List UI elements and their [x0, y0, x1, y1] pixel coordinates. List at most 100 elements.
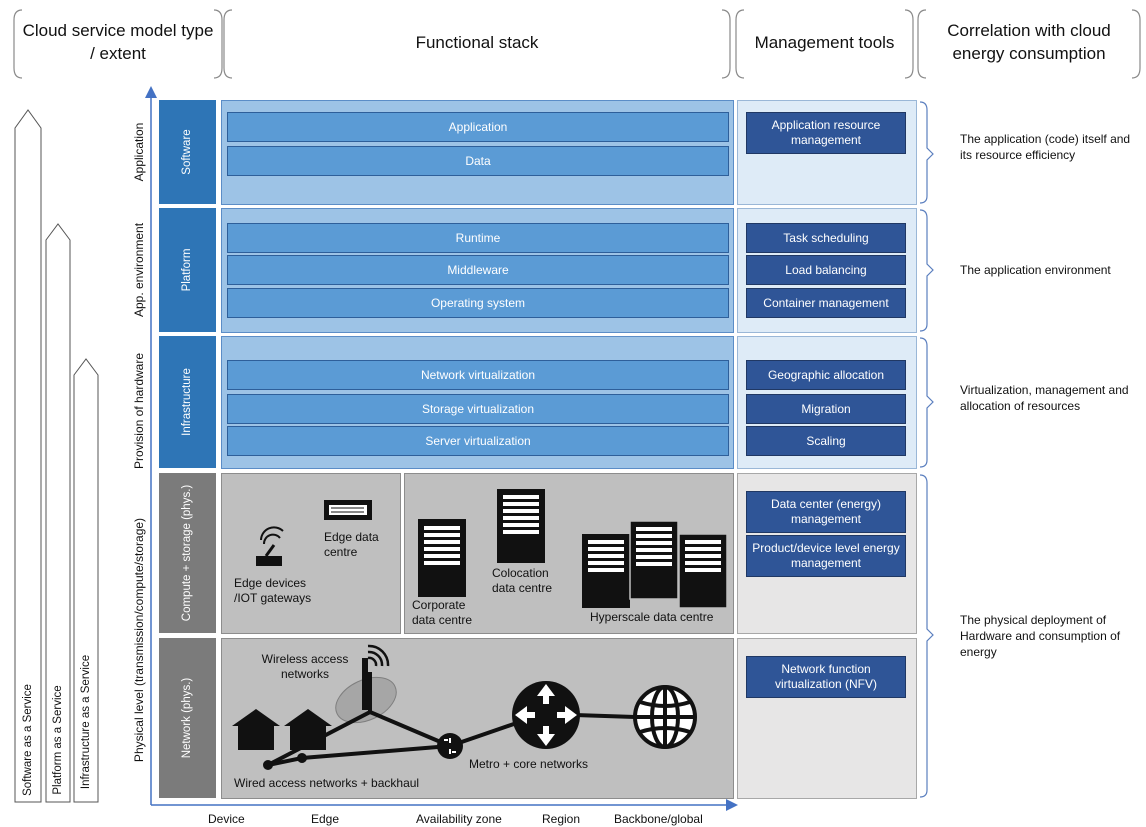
bar-middleware: Middleware [227, 255, 729, 285]
label-corporate-dc: Corporate data centre [412, 598, 482, 628]
bar-operating-system-label: Operating system [430, 296, 526, 310]
level-physical: Physical level (transmission/compute/sto… [129, 498, 149, 782]
mgmt-load-balancing-label: Load balancing [785, 262, 867, 277]
mgmt-data-center-energy-label: Data center (energy) management [770, 497, 882, 526]
label-metro: Metro + core networks [469, 757, 619, 772]
tab-platform-label: Platform [181, 248, 193, 292]
header-service-model-text: Cloud service model type / extent [22, 21, 214, 63]
corr-infrastructure: Virtualization, management and allocatio… [960, 382, 1144, 414]
bar-server-virtualization-label: Server virtualization [425, 434, 531, 448]
label-edge-dc: Edge data centre [324, 530, 384, 560]
bar-storage-virtualization-label: Storage virtualization [421, 402, 535, 416]
level-provision-hardware-label: Provision of hardware [132, 352, 146, 470]
corr-infrastructure-text: Virtualization, management and allocatio… [960, 383, 1129, 413]
mgmt-load-balancing: Load balancing [746, 255, 906, 285]
mgmt-migration: Migration [746, 394, 906, 424]
tab-network-label: Network (phys.) [181, 677, 193, 759]
header-correlation-text: Correlation with cloud energy consumptio… [947, 21, 1111, 63]
tab-infrastructure-label: Infrastructure [181, 368, 193, 436]
bar-data: Data [227, 146, 729, 176]
label-colocation-dc-text: Colocation data centre [492, 566, 553, 595]
corr-platform: The application environment [960, 262, 1144, 278]
header-service-model: Cloud service model type / extent [22, 8, 214, 76]
mgmt-container-management: Container management [746, 288, 906, 318]
saas-arrow [14, 109, 42, 803]
label-wireless-text: Wireless access networks [261, 652, 349, 681]
service-iaas: Infrastructure as a Service [80, 655, 92, 789]
panel-compute-edge [221, 473, 401, 634]
x-tick-edge: Edge [311, 812, 339, 826]
x-tick-region-label: Region [542, 812, 581, 826]
bar-runtime: Runtime [227, 223, 729, 253]
label-wired-text: Wired access networks + backhaul [234, 776, 420, 790]
service-model-arrows [14, 109, 99, 803]
bar-server-virtualization: Server virtualization [227, 426, 729, 456]
header-functional-stack-text: Functional stack [415, 32, 539, 52]
service-iaas-label: Infrastructure as a Service [80, 654, 92, 790]
level-application: Application [129, 112, 149, 192]
mgmt-nfv-label: Network function virtualization (NFV) [774, 662, 878, 691]
tab-software: Software [159, 100, 216, 204]
tab-network: Network (phys.) [159, 638, 216, 798]
mgmt-geographic-allocation: Geographic allocation [746, 360, 906, 390]
mgmt-task-scheduling-label: Task scheduling [783, 230, 869, 245]
bar-runtime-label: Runtime [455, 231, 501, 245]
header-correlation: Correlation with cloud energy consumptio… [926, 8, 1132, 76]
bar-operating-system: Operating system [227, 288, 729, 318]
x-tick-availability-zone: Availability zone [416, 812, 502, 826]
mgmt-device-energy: Product/device level energy management [746, 535, 906, 577]
level-physical-label: Physical level (transmission/compute/sto… [132, 517, 146, 763]
label-edge-dc-text: Edge data centre [324, 530, 379, 559]
mgmt-application-resource: Application resource management [746, 112, 906, 154]
x-tick-backbone-label: Backbone/global [614, 812, 703, 826]
x-tick-region: Region [542, 812, 580, 826]
mgmt-device-energy-label: Product/device level energy management [752, 541, 900, 570]
bar-application-label: Application [448, 120, 508, 134]
tab-platform: Platform [159, 208, 216, 332]
label-hyperscale-dc: Hyperscale data centre [590, 610, 730, 625]
x-tick-backbone: Backbone/global [614, 812, 703, 826]
label-corporate-dc-text: Corporate data centre [412, 598, 473, 627]
level-provision-hardware: Provision of hardware [129, 341, 149, 481]
bar-network-virtualization-label: Network virtualization [420, 368, 536, 382]
mgmt-scaling-label: Scaling [806, 433, 846, 448]
bar-application: Application [227, 112, 729, 142]
mgmt-application-resource-label: Application resource management [771, 118, 881, 147]
label-edge-devices-text: Edge devices /IOT gateways [234, 576, 312, 605]
mgmt-migration-label: Migration [801, 401, 851, 416]
header-functional-stack: Functional stack [232, 8, 722, 76]
level-app-environment: App. environment [129, 210, 149, 330]
iaas-arrow [73, 358, 99, 803]
header-management-tools-text: Management tools [754, 32, 895, 52]
bar-storage-virtualization: Storage virtualization [227, 394, 729, 424]
corr-physical-text: The physical deployment of Hardware and … [960, 613, 1121, 659]
mgmt-nfv: Network function virtualization (NFV) [746, 656, 906, 698]
level-application-label: Application [132, 122, 146, 182]
mgmt-task-scheduling: Task scheduling [746, 223, 906, 253]
x-tick-device: Device [208, 812, 245, 826]
x-tick-availability-zone-label: Availability zone [416, 812, 502, 826]
header-management-tools: Management tools [744, 8, 905, 76]
x-tick-device-label: Device [208, 812, 245, 826]
bar-network-virtualization: Network virtualization [227, 360, 729, 390]
bar-data-label: Data [465, 154, 491, 168]
corr-software: The application (code) itself and its re… [960, 131, 1144, 163]
paas-arrow [45, 223, 71, 803]
header-brackets [13, 9, 1141, 79]
label-hyperscale-dc-text: Hyperscale data centre [590, 610, 714, 624]
tab-infrastructure: Infrastructure [159, 336, 216, 468]
service-saas: Software as a Service [22, 684, 34, 796]
corr-physical: The physical deployment of Hardware and … [960, 612, 1142, 660]
tab-compute-storage: Compute + storage (phys.) [159, 473, 216, 633]
service-paas-label: Platform as a Service [52, 685, 64, 795]
label-edge-devices: Edge devices /IOT gateways [234, 576, 324, 606]
x-tick-edge-label: Edge [311, 812, 340, 826]
tab-software-label: Software [181, 129, 193, 175]
tab-compute-storage-label: Compute + storage (phys.) [181, 484, 193, 622]
corr-software-text: The application (code) itself and its re… [960, 132, 1131, 162]
service-saas-label: Software as a Service [22, 684, 34, 796]
mgmt-container-management-label: Container management [763, 295, 889, 310]
label-wireless: Wireless access networks [250, 652, 360, 682]
label-colocation-dc: Colocation data centre [492, 566, 560, 596]
mgmt-scaling: Scaling [746, 426, 906, 456]
